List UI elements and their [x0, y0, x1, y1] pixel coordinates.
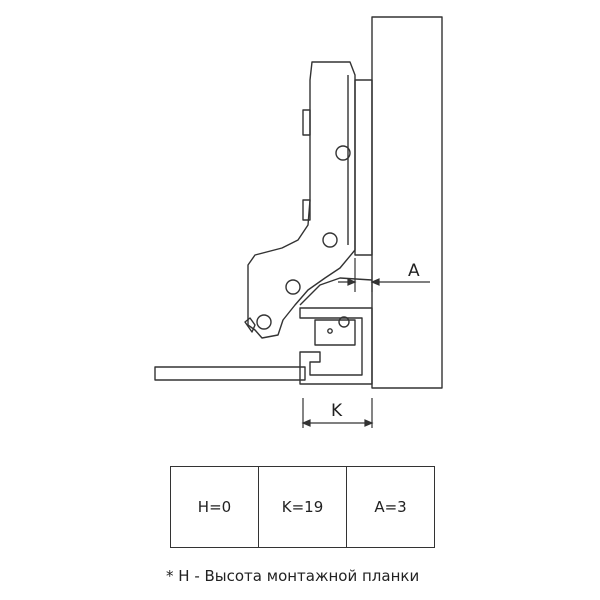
arm-clip [244, 317, 256, 333]
spec-cell-k: K=19 [258, 466, 347, 548]
arm-tab-middle [302, 199, 311, 221]
pivot-hole-bottom [256, 314, 272, 330]
footnote: * H - Высота монтажной планки [166, 567, 420, 585]
spec-row: H=0 K=19 A=3 [170, 466, 435, 548]
cup-insert [314, 319, 356, 346]
dimension-a-label: A [408, 261, 420, 281]
pivot-hole-upper [335, 145, 351, 161]
cabinet-side-panel [371, 16, 443, 389]
dimension-a [338, 258, 430, 292]
arm-tab-top [302, 109, 311, 136]
spec-table: H=0 K=19 A=3 [170, 466, 435, 548]
hinge-cup [299, 307, 373, 385]
cup-pin [327, 328, 333, 334]
mounting-plate [354, 79, 373, 256]
spec-cell-h: H=0 [170, 466, 259, 548]
hinge-diagram: A K [154, 16, 443, 428]
dimension-k-label: K [331, 401, 343, 421]
pivot-hole-middle [322, 232, 338, 248]
dimension-k [301, 398, 374, 428]
door-panel [154, 366, 306, 381]
hinge-arm [247, 61, 356, 339]
spec-cell-a: A=3 [346, 466, 435, 548]
cup-screw [338, 316, 350, 328]
arm-link [299, 277, 373, 306]
pivot-hole-lower [285, 279, 301, 295]
